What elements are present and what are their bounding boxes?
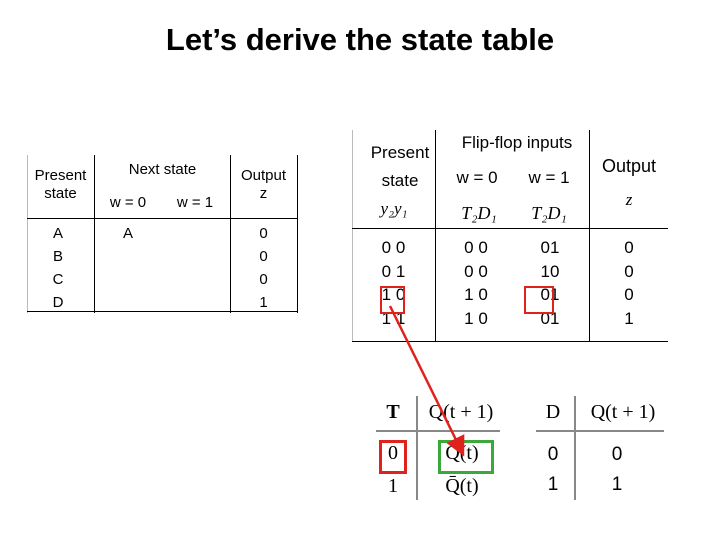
right-w0-cell: 1 0 bbox=[464, 285, 488, 304]
right-state-table: Present state y₂y₁ Flip-flop inputs w = … bbox=[352, 130, 668, 345]
d-row-out: 0 bbox=[611, 444, 623, 465]
left-header-next-state: Next state bbox=[128, 161, 197, 178]
right-present-cell: 0 1 bbox=[381, 261, 406, 281]
left-state-row: C bbox=[52, 271, 64, 288]
right-table-divider-1 bbox=[435, 130, 436, 342]
d-header-line bbox=[536, 430, 664, 432]
left-table-border-right bbox=[297, 155, 298, 313]
right-w0-col: 0 0 0 0 1 0 1 0 bbox=[436, 236, 516, 330]
left-header-present-line2: state bbox=[44, 185, 77, 202]
d-header-Q: Q(t + 1) bbox=[590, 401, 656, 423]
d-row-in: 1 bbox=[547, 474, 559, 495]
right-table-border-left bbox=[352, 130, 353, 342]
left-output-cell: 0 bbox=[259, 271, 268, 288]
page-title: Let’s derive the state table bbox=[165, 22, 555, 57]
left-header-w0: w = 0 bbox=[109, 194, 147, 211]
t-vline bbox=[416, 396, 418, 500]
right-header-w1: w = 1 bbox=[528, 168, 570, 187]
t-row-in: 0 bbox=[388, 442, 398, 464]
right-w1-cell: 01 bbox=[540, 238, 560, 257]
right-table-bottom-line bbox=[352, 341, 668, 342]
t-header-T: T bbox=[386, 401, 400, 423]
right-header-sub-w0: T₂D₁ bbox=[461, 203, 497, 223]
arrow-line bbox=[388, 305, 465, 457]
left-next-w0-col: A bbox=[95, 222, 161, 245]
right-output-cell: 0 bbox=[624, 285, 634, 304]
left-table-divider-2 bbox=[230, 155, 231, 313]
right-header-w0: w = 0 bbox=[456, 168, 498, 187]
right-header-flipflop: Flip-flop inputs bbox=[461, 133, 573, 152]
right-header-present-line2: state bbox=[381, 171, 419, 190]
highlight-T-0 bbox=[379, 440, 407, 474]
left-state-table: Present state Next state w = 0 w = 1 Out… bbox=[27, 155, 299, 315]
t-row-in: 1 bbox=[388, 475, 398, 497]
left-header-w1: w = 1 bbox=[176, 194, 214, 211]
left-state-row: B bbox=[52, 248, 63, 265]
right-w0-cell: 0 0 bbox=[464, 261, 488, 281]
right-w0-cell: 0 0 bbox=[464, 238, 488, 257]
d-row-out: 1 bbox=[611, 474, 623, 495]
right-output-cell: 0 bbox=[624, 238, 634, 257]
left-output-cell: 1 bbox=[259, 294, 268, 311]
right-header-present-line1: Present bbox=[370, 143, 430, 162]
right-w1-cell: 10 bbox=[540, 261, 560, 281]
right-table-header-line bbox=[352, 228, 668, 229]
right-header-sub-w1: T₂D₁ bbox=[531, 203, 567, 223]
t-header-line bbox=[376, 430, 500, 432]
left-state-row: A bbox=[52, 225, 63, 242]
left-table-bottom-line bbox=[27, 311, 298, 312]
right-output-cell: 1 bbox=[624, 308, 634, 328]
d-row-in: 0 bbox=[547, 444, 559, 465]
left-output-cell: 0 bbox=[259, 248, 268, 265]
right-w0-cell: 1 0 bbox=[464, 308, 488, 328]
left-table-divider-1 bbox=[94, 155, 95, 313]
left-state-row: D bbox=[52, 294, 64, 311]
left-output-col: 0 0 0 1 bbox=[230, 222, 297, 314]
highlight-Q-t bbox=[438, 440, 494, 474]
right-header-output: Output bbox=[601, 156, 657, 176]
d-flipflop-table: D Q(t + 1) 0 0 1 1 bbox=[532, 396, 666, 501]
left-table-border-left bbox=[27, 155, 28, 313]
left-header-output-line1: Output bbox=[240, 167, 287, 184]
left-header-output: Output z bbox=[230, 167, 297, 203]
left-next-w0-cell: A bbox=[122, 225, 133, 242]
right-w1-cell: 01 bbox=[540, 285, 560, 304]
right-header-present-var: y₂y₁ bbox=[380, 199, 408, 218]
right-header-output-var: z bbox=[625, 190, 633, 209]
t-row-out: Q̄(t) bbox=[445, 475, 479, 497]
left-header-present-line1: Present bbox=[34, 167, 87, 184]
d-vline bbox=[574, 396, 576, 500]
right-output-cell: 0 bbox=[624, 261, 634, 281]
highlight-w1-01 bbox=[524, 286, 554, 314]
left-states-col: A B C D bbox=[27, 222, 89, 314]
left-header-output-line2: z bbox=[259, 185, 268, 202]
right-present-cell: 1 0 bbox=[381, 285, 406, 304]
d-header-D: D bbox=[545, 401, 561, 423]
right-output-col: 0 0 0 1 bbox=[590, 236, 668, 330]
right-present-cell: 0 0 bbox=[381, 238, 406, 257]
right-header-present: Present state y₂y₁ bbox=[360, 139, 440, 223]
left-header-present: Present state bbox=[27, 167, 94, 203]
left-output-cell: 0 bbox=[259, 225, 268, 242]
left-table-header-line bbox=[27, 218, 298, 219]
right-table-divider-2 bbox=[589, 130, 590, 342]
